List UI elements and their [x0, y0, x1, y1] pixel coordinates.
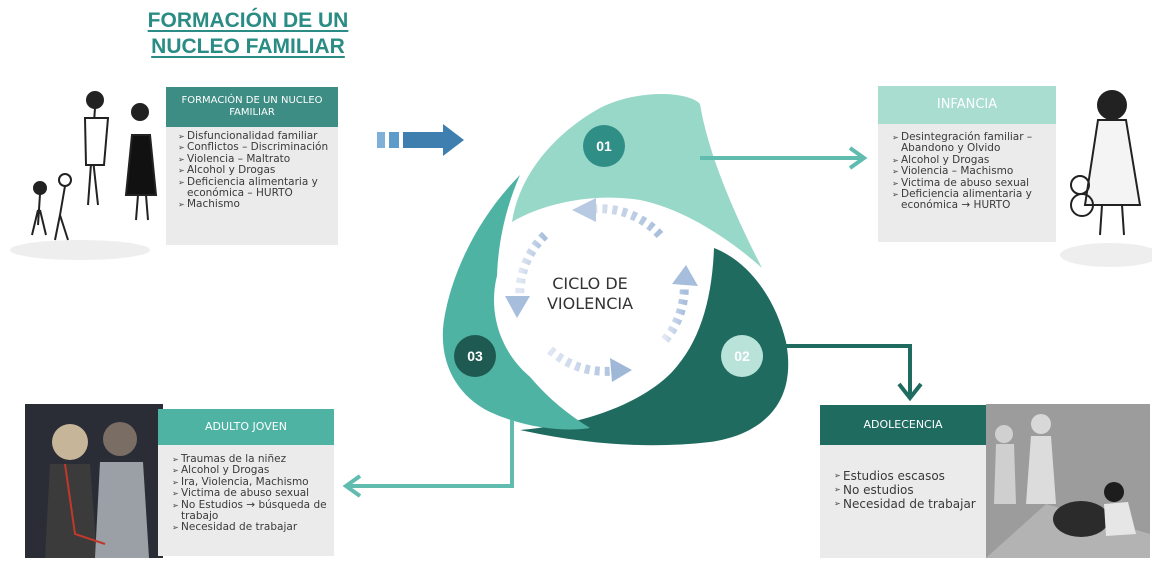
- adolecencia-card-body: Estudios escasos No estudios Necesidad d…: [820, 445, 986, 558]
- adolecencia-photo: [986, 404, 1150, 558]
- cycle-center-line-2: VIOLENCIA: [546, 294, 634, 313]
- child-illustration: [1060, 90, 1152, 267]
- adulto-joven-item: Victima de abuso sexual: [172, 487, 328, 500]
- infancia-card-body: Desintegración familiar – Abandono y Olv…: [878, 124, 1056, 242]
- adulto-joven-card-heading: ADULTO JOVEN: [158, 409, 334, 445]
- origin-item: Conflictos – Discriminación: [178, 141, 330, 154]
- infancia-item: Victima de abuso sexual: [892, 177, 1050, 190]
- cycle-center-line-1: CICLO DE: [552, 274, 628, 293]
- infancia-item: Desintegración familiar – Abandono y Olv…: [892, 131, 1050, 155]
- adolecencia-item: Necesidad de trabajar: [834, 497, 980, 511]
- stage-02-badge: [721, 335, 763, 377]
- infancia-item: Deficiencia alimentaria y económica → HU…: [892, 188, 1050, 212]
- page-title-line-1: FORMACIÓN DE UN: [147, 9, 349, 32]
- stage-01-number: 01: [596, 138, 612, 154]
- infancia-card: INFANCIA Desintegración familiar – Aband…: [878, 86, 1056, 242]
- stage-01-badge: [583, 125, 625, 167]
- infancia-card-heading: INFANCIA: [878, 86, 1056, 124]
- cycle-segment-02: [520, 248, 789, 446]
- adulto-joven-item: Traumas de la niñez: [172, 453, 328, 466]
- couple-illustration: [25, 404, 163, 558]
- stage-03-badge: [454, 335, 496, 377]
- origin-item: Machismo: [178, 199, 330, 212]
- arrow-to-adolecencia: [782, 344, 923, 402]
- origin-item: Deficiencia alimentaria y económica – HU…: [178, 176, 330, 200]
- arrow-to-adulto-joven: [342, 420, 514, 498]
- cycle-inner-circle: [494, 200, 694, 400]
- origin-item: Alcohol y Drogas: [178, 164, 330, 177]
- page-title: FORMACIÓN DE UN NUCLEO FAMILIAR: [128, 8, 368, 60]
- origin-card-heading: FORMACIÓN DE UN NUCLEO FAMILIAR: [166, 87, 338, 127]
- cycle-inner-arrows: [505, 198, 698, 382]
- adolecencia-card: ADOLECENCIA Estudios escasos No estudios…: [820, 405, 986, 558]
- adolecencia-item: Estudios escasos: [834, 469, 980, 483]
- origin-card-body: Disfuncionalidad familiar Conflictos – D…: [166, 127, 338, 245]
- adulto-joven-item: Ira, Violencia, Machismo: [172, 476, 328, 489]
- adulto-joven-card: ADULTO JOVEN Traumas de la niñez Alcohol…: [158, 409, 334, 556]
- cycle-segment-01: [512, 94, 762, 268]
- arrow-to-infancia: [700, 146, 868, 170]
- infancia-item: Violencia – Machismo: [892, 165, 1050, 178]
- page-title-line-2: NUCLEO FAMILIAR: [151, 35, 345, 58]
- stage-03-number: 03: [467, 348, 483, 364]
- adulto-joven-item: Necesidad de trabajar: [172, 522, 328, 535]
- family-illustration: [10, 91, 158, 260]
- adulto-joven-item: Alcohol y Drogas: [172, 464, 328, 477]
- origin-card: FORMACIÓN DE UN NUCLEO FAMILIAR Disfunci…: [166, 87, 338, 245]
- infancia-item: Alcohol y Drogas: [892, 154, 1050, 167]
- origin-item: Violencia – Maltrato: [178, 153, 330, 166]
- adolecencia-card-heading: ADOLECENCIA: [820, 405, 986, 445]
- origin-arrow: [377, 124, 464, 156]
- origin-item: Disfuncionalidad familiar: [178, 130, 330, 143]
- adulto-joven-card-body: Traumas de la niñez Alcohol y Drogas Ira…: [158, 445, 334, 556]
- cycle-center-label: CICLO DE VIOLENCIA: [520, 274, 660, 314]
- teen-conflict-illustration: [986, 404, 1150, 558]
- adolecencia-item: No estudios: [834, 483, 980, 497]
- adulto-joven-item: No Estudios → búsqueda de trabajo: [172, 499, 328, 523]
- stage-02-number: 02: [734, 348, 750, 364]
- adulto-joven-photo: [25, 404, 163, 558]
